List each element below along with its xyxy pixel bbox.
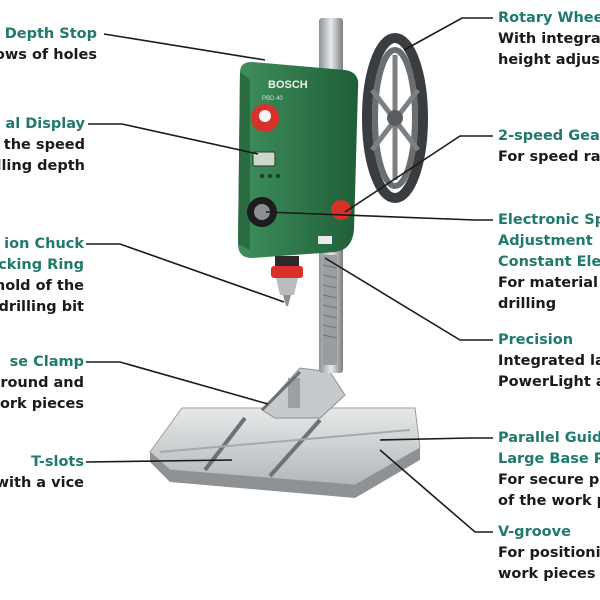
label-rotary-wheel-desc-1: With integra — [498, 31, 600, 47]
label-v-groove-desc-2: work pieces — [498, 566, 596, 582]
laser-light — [318, 236, 332, 244]
label-precision-desc-2: PowerLight a — [498, 374, 600, 390]
label-tslots: T-slots with a vice — [0, 452, 84, 494]
label-display-title: al Display — [5, 116, 85, 132]
leader-guide — [379, 437, 493, 441]
leader-speed — [265, 211, 493, 221]
label-clamp-desc-1: round and — [0, 375, 84, 391]
leader-clamp — [86, 361, 269, 405]
label-gear-title: 2-speed Gea — [498, 128, 600, 144]
label-v-groove-title: V-groove — [498, 524, 571, 540]
label-display-desc-2: lling depth — [0, 158, 85, 174]
label-precision-title: Precision — [498, 332, 574, 348]
label-speed-adjust-desc-4: drilling — [498, 296, 557, 312]
rotary-wheel — [362, 33, 428, 203]
label-parallel-guide-title: Parallel Guid — [498, 430, 600, 446]
label-tslots-desc-1: with a vice — [0, 475, 84, 491]
label-speed-adjust-desc-2: Constant Ele — [498, 254, 600, 270]
leader-depth-stop — [103, 33, 266, 61]
leader-display — [88, 123, 259, 155]
label-clamp-title: se Clamp — [9, 354, 84, 370]
drill-head: BOSCH PBD 40 — [238, 62, 359, 258]
model-label: PBD 40 — [262, 96, 283, 102]
label-gear-desc-1: For speed ra — [498, 149, 600, 165]
label-speed-adjust-desc-1: Adjustment — [498, 233, 593, 249]
label-v-groove: V-groove For positioni work pieces — [498, 522, 600, 585]
base-plate — [149, 407, 421, 498]
label-chuck-desc-3: drilling bit — [0, 299, 84, 315]
label-v-groove-desc-1: For positioni — [498, 545, 600, 561]
label-chuck-title: ion Chuck — [4, 236, 84, 252]
leader-gear — [344, 135, 493, 213]
label-parallel-guide: Parallel Guid Large Base P For secure p … — [498, 428, 600, 512]
label-clamp-desc-2: ork pieces — [0, 396, 84, 412]
label-speed-adjust-desc-3: For material — [498, 275, 599, 291]
leader-wheel — [403, 17, 493, 51]
label-depth-stop: Depth Stop ows of holes — [0, 24, 97, 66]
label-rotary-wheel-desc-2: height adjust — [498, 52, 600, 68]
label-chuck-desc-2: hold of the — [0, 278, 84, 294]
leader-vgroove — [379, 449, 493, 533]
label-parallel-guide-desc-2: For secure p — [498, 472, 600, 488]
label-rotary-wheel-title: Rotary Whee — [498, 10, 600, 26]
chuck — [271, 256, 303, 306]
label-rotary-wheel: Rotary Whee With integra height adjust — [498, 8, 600, 71]
leader-tslots — [85, 459, 233, 463]
label-clamp: se Clamp round and ork pieces — [0, 352, 84, 415]
label-speed-adjust: Electronic Sp Adjustment Constant Ele Fo… — [498, 210, 600, 315]
label-precision: Precision Integrated la PowerLight a — [498, 330, 600, 393]
digital-display — [252, 151, 276, 167]
base-clamp — [260, 367, 346, 419]
label-depth-stop-title: Depth Stop — [4, 26, 97, 42]
label-speed-adjust-title: Electronic Sp — [498, 212, 600, 228]
label-display: al Display the speed lling depth — [0, 114, 85, 177]
label-tslots-title: T-slots — [31, 454, 84, 470]
brand-logo: BOSCH — [268, 79, 308, 91]
leader-precision — [324, 257, 493, 341]
label-chuck: ion Chuck cking Ring hold of the drillin… — [0, 234, 84, 318]
label-chuck-desc-1: cking Ring — [0, 257, 84, 273]
label-precision-desc-1: Integrated la — [498, 353, 600, 369]
label-depth-stop-desc-1: ows of holes — [0, 47, 97, 63]
label-display-desc-1: the speed — [3, 137, 85, 153]
leader-chuck — [86, 243, 285, 303]
label-gear: 2-speed Gea For speed ra — [498, 126, 600, 168]
label-parallel-guide-desc-1: Large Base P — [498, 451, 600, 467]
label-parallel-guide-desc-3: of the work p — [498, 493, 600, 509]
